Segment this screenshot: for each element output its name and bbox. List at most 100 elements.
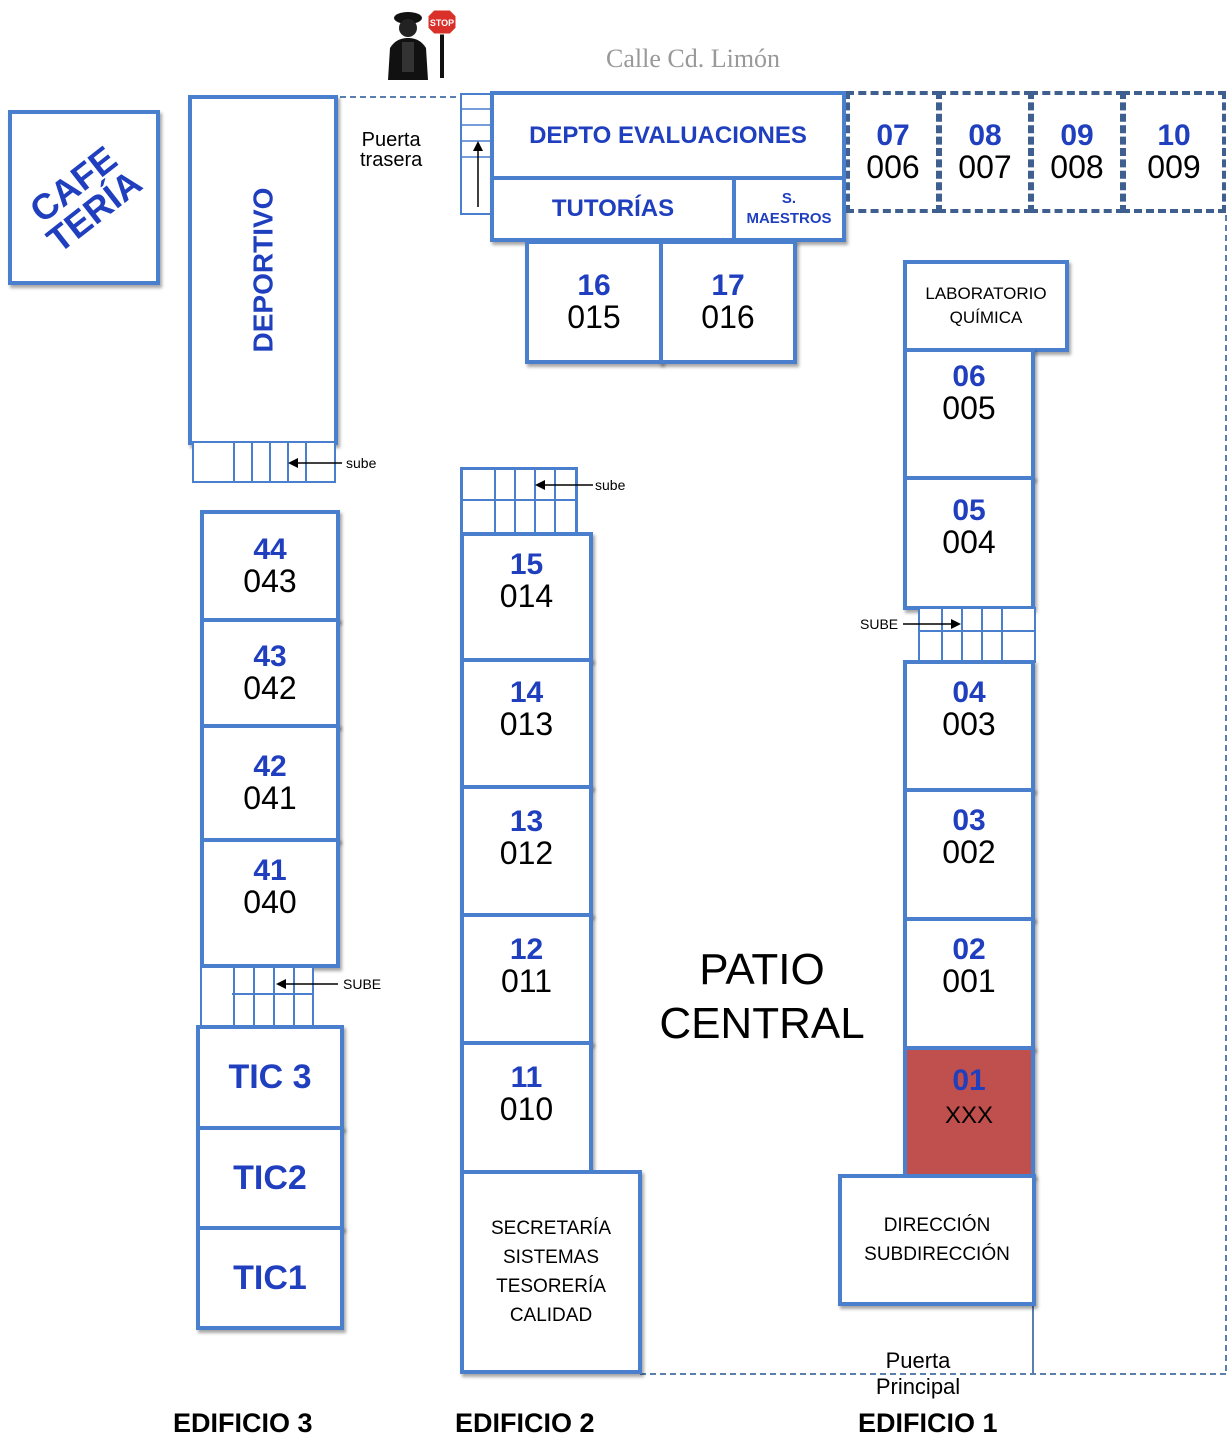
tic-1-label: TIC1 bbox=[233, 1258, 307, 1297]
tutorias-label: TUTORÍAS bbox=[551, 195, 675, 222]
room-number: 42 bbox=[253, 750, 287, 783]
direccion-label-2: SUBDIRECCIÓN bbox=[864, 1244, 1010, 1265]
secretaria-label-3: TESORERÍA bbox=[496, 1276, 606, 1297]
back-door-label-1: Puerta bbox=[361, 129, 421, 151]
lab-label-2: QUÍMICA bbox=[949, 308, 1023, 327]
deportivo-stairs bbox=[192, 441, 336, 483]
building-2-label: EDIFICIO 2 bbox=[455, 1408, 595, 1438]
arrow-left-icon bbox=[288, 458, 342, 468]
room-11: 11 010 bbox=[460, 1041, 593, 1174]
stairs-icon bbox=[920, 609, 1034, 661]
room-number: 04 bbox=[952, 676, 986, 709]
room-code: 010 bbox=[499, 1091, 554, 1127]
edificio2-stairs bbox=[460, 467, 578, 535]
room-code: XXX bbox=[944, 1102, 994, 1129]
room-16: 16 015 bbox=[525, 240, 663, 364]
room-number: 08 bbox=[968, 119, 1002, 152]
depto-evaluaciones: DEPTO EVALUACIONES bbox=[490, 91, 846, 181]
back-door-label: Puerta trasera bbox=[360, 130, 422, 170]
street-name: Calle Cd. Limón bbox=[606, 44, 781, 73]
deportivo-label: DEPORTIVO bbox=[247, 187, 279, 353]
room-number: 01 bbox=[952, 1064, 986, 1097]
tic-1: TIC1 bbox=[196, 1226, 344, 1330]
sala-maestros-label-2: MAESTROS bbox=[746, 210, 832, 227]
room-number: 12 bbox=[509, 933, 544, 966]
room-number: 13 bbox=[509, 805, 544, 838]
room-06: 06 005 bbox=[903, 348, 1035, 480]
room-code: 011 bbox=[500, 963, 552, 999]
room-code: 003 bbox=[942, 706, 996, 742]
secretaria-label-4: CALIDAD bbox=[509, 1305, 593, 1326]
room-43: 43 042 bbox=[200, 618, 340, 728]
room-code: 016 bbox=[701, 299, 755, 335]
edificio1-stairs bbox=[918, 607, 1036, 663]
depto-evaluaciones-label: DEPTO EVALUACIONES bbox=[529, 122, 807, 149]
tutorias: TUTORÍAS bbox=[490, 176, 736, 242]
room-code: 006 bbox=[866, 149, 920, 185]
room-03: 03 002 bbox=[903, 788, 1035, 921]
room-code: 014 bbox=[499, 578, 554, 614]
room-code: 002 bbox=[942, 834, 996, 870]
room-04: 04 003 bbox=[903, 660, 1035, 792]
deportivo: DEPORTIVO bbox=[188, 95, 338, 445]
main-door-label: Puerta Principal bbox=[858, 1348, 978, 1400]
back-stairs bbox=[460, 93, 492, 215]
back-door-label-2: trasera bbox=[360, 149, 423, 171]
edificio3-stairs-label: SUBE bbox=[343, 976, 382, 992]
room-code: 004 bbox=[942, 524, 996, 560]
patio-label-2: CENTRAL bbox=[659, 999, 865, 1048]
room-44: 44 043 bbox=[200, 510, 340, 622]
stairs-icon bbox=[462, 108, 490, 207]
room-15: 15 014 bbox=[460, 532, 593, 662]
tic-2-label: TIC2 bbox=[233, 1158, 307, 1197]
building-3-label: EDIFICIO 3 bbox=[173, 1408, 313, 1438]
building-1-label: EDIFICIO 1 bbox=[858, 1408, 998, 1438]
stairs-icon bbox=[463, 470, 575, 532]
security-guard-icon: STOP bbox=[386, 4, 462, 80]
room-42: 42 041 bbox=[200, 724, 340, 842]
room-code: 043 bbox=[243, 563, 297, 599]
room-code: 008 bbox=[1050, 149, 1104, 185]
room-number: 11 bbox=[510, 1061, 543, 1094]
room-code: 041 bbox=[243, 780, 297, 816]
cafeteria: CAFE TERÍA bbox=[8, 110, 160, 285]
room-number: 44 bbox=[253, 533, 287, 566]
room-10: 10 009 bbox=[1122, 91, 1226, 213]
room-12: 12 011 bbox=[460, 913, 593, 1045]
edificio1-stairs-label: SUBE bbox=[860, 616, 899, 632]
room-code: 012 bbox=[499, 835, 554, 871]
room-02: 02 001 bbox=[903, 917, 1035, 1050]
room-number: 10 bbox=[1157, 119, 1191, 152]
room-code: 013 bbox=[499, 706, 554, 742]
direccion: DIRECCIÓN SUBDIRECCIÓN bbox=[838, 1174, 1036, 1306]
laboratorio-quimica: LABORATORIO QUÍMICA bbox=[903, 260, 1069, 352]
room-code: 009 bbox=[1147, 149, 1201, 185]
deportivo-stairs-label: sube bbox=[346, 455, 377, 471]
room-code: 007 bbox=[958, 149, 1012, 185]
room-code: 042 bbox=[243, 670, 297, 706]
room-number: 15 bbox=[509, 548, 544, 581]
room-08: 08 007 bbox=[938, 91, 1032, 213]
room-number: 41 bbox=[253, 854, 287, 887]
room-code: 001 bbox=[942, 963, 996, 999]
secretaria-label-1: SECRETARÍA bbox=[490, 1218, 611, 1239]
sala-maestros: S. MAESTROS bbox=[732, 176, 846, 242]
tic-3: TIC 3 bbox=[196, 1025, 344, 1130]
room-number: 05 bbox=[952, 494, 986, 527]
room-code: 015 bbox=[567, 299, 621, 335]
patio-central: PATIO CENTRAL bbox=[650, 943, 874, 1051]
room-13: 13 012 bbox=[460, 785, 593, 917]
room-number: 06 bbox=[952, 360, 986, 393]
arrow-left-icon bbox=[535, 480, 593, 490]
room-code: 005 bbox=[942, 390, 996, 426]
room-code: 040 bbox=[243, 884, 297, 920]
room-number: 17 bbox=[711, 269, 745, 302]
main-door-label-1: Puerta bbox=[885, 1348, 951, 1373]
stairs-icon bbox=[233, 443, 307, 481]
room-number: 07 bbox=[876, 119, 910, 152]
tic-2: TIC2 bbox=[196, 1126, 344, 1230]
lab-label-1: LABORATORIO bbox=[925, 284, 1047, 303]
room-09: 09 008 bbox=[1030, 91, 1124, 213]
room-number: 09 bbox=[1060, 119, 1094, 152]
patio-label-1: PATIO bbox=[699, 945, 825, 994]
